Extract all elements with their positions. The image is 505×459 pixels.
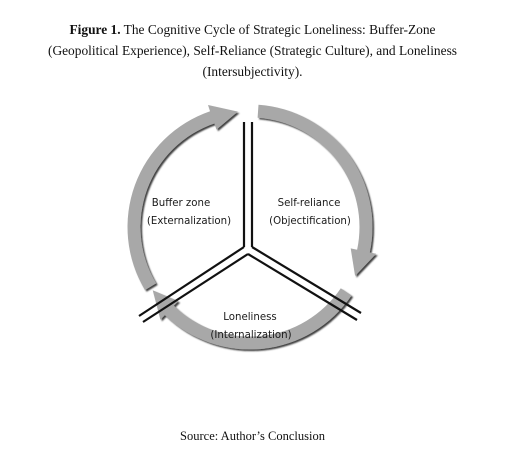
caption-line-3: (Intersubjectivity). <box>202 64 303 79</box>
caption-title: The Cognitive Cycle of Strategic Lonelin… <box>123 22 436 37</box>
arrow-self-reliance-to-loneliness <box>257 104 377 276</box>
figure-caption: Figure 1. The Cognitive Cycle of Strateg… <box>8 19 497 82</box>
cycle-arrows <box>127 104 377 350</box>
arrow-loneliness-to-buffer <box>152 288 352 350</box>
segment-buffer-zone-title: Buffer zone <box>152 198 210 209</box>
caption-line-1: Figure 1. The Cognitive Cycle of Strateg… <box>8 19 497 40</box>
divider-lower-left-a <box>138 246 245 317</box>
segment-loneliness-subtitle: (Internalization) <box>210 330 291 341</box>
source-note: Source: Author’s Conclusion <box>180 429 325 443</box>
divider-lower-left-b <box>142 253 249 323</box>
divider-lower-right-a <box>251 246 362 314</box>
segment-self-reliance-title: Self-reliance <box>278 198 341 209</box>
caption-line-2: (Geopolitical Experience), Self-Reliance… <box>47 43 457 58</box>
segment-buffer-zone-subtitle: (Externalization) <box>147 216 231 227</box>
arrow-buffer-to-self-reliance <box>127 105 238 291</box>
divider-lower-right-b <box>247 253 358 321</box>
segment-self-reliance-subtitle: (Objectification) <box>269 216 351 227</box>
figure-label: Figure 1. <box>69 22 121 37</box>
segment-dividers <box>138 122 362 323</box>
segment-loneliness-title: Loneliness <box>223 312 276 323</box>
